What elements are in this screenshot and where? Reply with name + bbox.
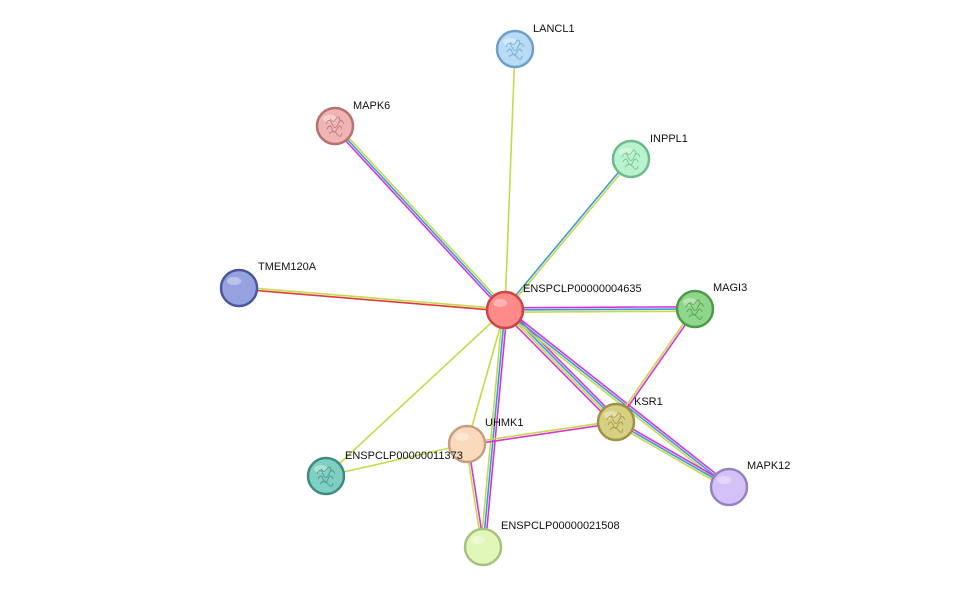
- node-label-mapk6: MAPK6: [353, 100, 390, 112]
- edge-enspclp00000004635-lancl1[interactable]: [504, 48, 516, 311]
- node-label-inppl1: INPPL1: [650, 133, 688, 145]
- edge-strand: [504, 48, 516, 311]
- edge-strand: [238, 288, 505, 312]
- node-lancl1[interactable]: LANCL1: [495, 23, 575, 69]
- edge-strand: [616, 309, 697, 424]
- edge-strand: [614, 307, 695, 422]
- edge-enspclp00000004635-mapk6[interactable]: [332, 123, 508, 313]
- edge-strand: [503, 311, 729, 490]
- edge-strand: [239, 286, 506, 310]
- node-circle[interactable]: [447, 424, 487, 464]
- edge-enspclp00000004635-enspclp00000021508[interactable]: [480, 309, 508, 548]
- node-enspclp00000021508[interactable]: ENSPCLP00000021508: [463, 520, 620, 567]
- edges-layer: [238, 48, 731, 548]
- edge-strand: [482, 309, 506, 548]
- node-mapk12[interactable]: MAPK12: [709, 460, 790, 507]
- edge-strand: [502, 311, 615, 425]
- node-mapk6[interactable]: MAPK6: [315, 100, 390, 146]
- edge-strand: [325, 309, 506, 477]
- edge-strand: [484, 310, 508, 548]
- node-label-uhmk1: UHMK1: [485, 417, 524, 429]
- node-magi3[interactable]: MAGI3: [675, 282, 747, 329]
- node-label-lancl1: LANCL1: [533, 23, 575, 35]
- edge-ksr1-uhmk1[interactable]: [466, 420, 617, 446]
- edge-enspclp00000004635-tmem120a[interactable]: [238, 286, 506, 312]
- nodes-layer: ENSPCLP00000004635 LANCL1MAPK6INPPL1TMEM1…: [219, 23, 790, 567]
- node-circle[interactable]: [675, 289, 715, 329]
- node-label-enspclp00000004635: ENSPCLP00000004635: [523, 283, 642, 295]
- node-highlight: [227, 277, 241, 285]
- edge-uhmk1-enspclp00000011373[interactable]: [325, 443, 468, 477]
- node-highlight: [717, 476, 731, 484]
- edge-strand: [332, 126, 504, 313]
- node-highlight: [493, 299, 507, 307]
- edge-strand: [336, 123, 508, 310]
- node-enspclp00000004635[interactable]: ENSPCLP00000004635: [485, 283, 642, 330]
- edge-strand: [467, 422, 617, 446]
- node-label-enspclp00000021508: ENSPCLP00000021508: [501, 520, 620, 532]
- edge-enspclp00000004635-inppl1[interactable]: [503, 157, 633, 312]
- node-uhmk1[interactable]: UHMK1: [447, 417, 524, 464]
- edge-strand: [616, 419, 731, 486]
- node-inppl1[interactable]: INPPL1: [611, 133, 688, 179]
- protein-structure-icon: [316, 466, 336, 487]
- node-circle[interactable]: [463, 527, 503, 567]
- node-enspclp00000011373[interactable]: ENSPCLP00000011373: [306, 450, 463, 496]
- edge-strand: [503, 157, 631, 310]
- edge-strand: [505, 159, 633, 312]
- node-label-ksr1: KSR1: [634, 396, 663, 408]
- node-circle[interactable]: [306, 456, 346, 496]
- edge-strand: [615, 421, 730, 488]
- node-highlight: [471, 536, 485, 544]
- edge-strand: [505, 310, 696, 313]
- node-circle[interactable]: [611, 139, 651, 179]
- node-label-tmem120a: TMEM120A: [258, 261, 317, 273]
- node-circle[interactable]: [315, 106, 355, 146]
- node-label-enspclp00000011373: ENSPCLP00000011373: [345, 450, 463, 462]
- edge-strand: [614, 423, 729, 490]
- edge-strand: [503, 310, 616, 424]
- edge-strand: [466, 309, 506, 445]
- node-circle[interactable]: [219, 268, 259, 308]
- edge-ksr1-mapk12[interactable]: [614, 419, 731, 490]
- protein-structure-icon: [685, 299, 705, 320]
- node-ksr1[interactable]: KSR1: [596, 396, 663, 442]
- edge-strand: [504, 309, 730, 488]
- node-highlight: [455, 433, 469, 441]
- edge-strand: [325, 443, 468, 477]
- protein-structure-icon: [505, 39, 525, 60]
- edge-strand: [504, 306, 695, 309]
- edge-strand: [504, 308, 696, 311]
- node-circle[interactable]: [709, 467, 749, 507]
- node-label-magi3: MAGI3: [713, 282, 747, 294]
- edge-strand: [480, 309, 504, 547]
- node-circle[interactable]: [495, 29, 535, 69]
- edge-enspclp00000004635-enspclp00000011373[interactable]: [325, 309, 506, 477]
- node-circle[interactable]: [485, 290, 525, 330]
- edge-strand: [334, 125, 506, 311]
- protein-structure-icon: [325, 116, 345, 137]
- protein-structure-icon: [606, 412, 626, 433]
- protein-structure-icon: [621, 149, 641, 170]
- edge-magi3-ksr1[interactable]: [614, 307, 697, 424]
- edge-enspclp00000004635-uhmk1[interactable]: [466, 309, 506, 445]
- edge-enspclp00000004635-mapk12[interactable]: [503, 307, 731, 490]
- node-circle[interactable]: [596, 402, 636, 442]
- edge-enspclp00000004635-magi3[interactable]: [504, 306, 696, 313]
- node-tmem120a[interactable]: TMEM120A: [219, 261, 317, 308]
- node-label-mapk12: MAPK12: [747, 460, 790, 472]
- edge-strand: [466, 420, 616, 444]
- edge-strand: [505, 307, 731, 486]
